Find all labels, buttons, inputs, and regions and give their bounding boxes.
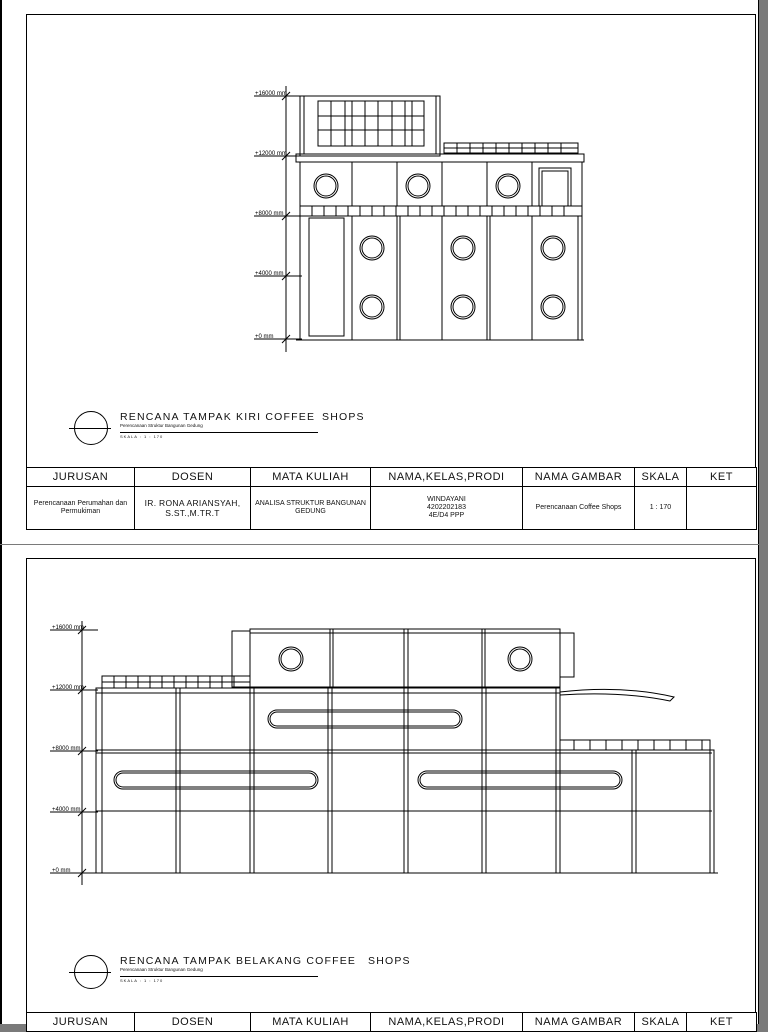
canopy	[559, 688, 675, 702]
rear-elevation-drawing: +16000 mm +12000 mm +8000 mm +4000 mm +0…	[50, 621, 718, 885]
caption-rule	[120, 432, 318, 433]
drawing-sheet-rear-elevation: +16000 mm +12000 mm +8000 mm +4000 mm +0…	[0, 545, 759, 1032]
caption-subtitle: Perencanaan Struktur Bangunan Gedung	[120, 423, 203, 428]
header-jurusan: JURUSAN	[26, 1012, 135, 1032]
title-block-values: Perencanaan Perumahan dan Permukiman IR.…	[26, 486, 757, 530]
door	[538, 167, 572, 207]
title-block: JURUSAN DOSEN MATA KULIAH NAMA,KELAS,PRO…	[26, 1012, 757, 1032]
level-label: +12000 mm	[255, 151, 287, 157]
title-block: JURUSAN DOSEN MATA KULIAH NAMA,KELAS,PRO…	[26, 467, 757, 530]
header-nama: NAMA,KELAS,PRODI	[370, 467, 523, 487]
round-window	[359, 235, 385, 261]
header-dosen: DOSEN	[134, 1012, 251, 1032]
level-label: +0 mm	[255, 334, 274, 340]
header-nama-gambar: NAMA GAMBAR	[522, 467, 635, 487]
caption-rule	[120, 976, 318, 977]
header-mata-kuliah: MATA KULIAH	[250, 467, 371, 487]
level-label: +12000 mm	[52, 685, 84, 691]
title-block-header: JURUSAN DOSEN MATA KULIAH NAMA,KELAS,PRO…	[26, 467, 757, 487]
caption-title-suffix: SHOPS	[322, 411, 365, 423]
level-marks: +16000 mm +12000 mm +8000 mm +4000 mm +0…	[255, 91, 287, 340]
title-block-header: JURUSAN DOSEN MATA KULIAH NAMA,KELAS,PRO…	[26, 1012, 757, 1032]
round-window	[450, 235, 476, 261]
value-nama-nim: 4202202183	[427, 504, 466, 511]
round-window	[450, 294, 476, 320]
second-floor-wall	[299, 161, 583, 207]
rooftop-box	[249, 628, 561, 688]
value-ket	[686, 486, 757, 530]
entrance-door	[308, 217, 345, 337]
window-grid-lines	[318, 101, 424, 146]
section-marker-icon	[69, 955, 111, 989]
value-dosen: IR. RONA ARIANSYAH, S.ST.,M.TR.T	[134, 486, 251, 530]
level-marks: +16000 mm +12000 mm +8000 mm +4000 mm +0…	[52, 625, 84, 874]
annex-railing-posts	[573, 740, 703, 750]
round-window	[278, 646, 304, 672]
round-window	[359, 294, 385, 320]
header-ket: KET	[686, 467, 757, 487]
railing-posts	[456, 143, 562, 153]
value-nama-gambar: Perencanaan Coffee Shops	[522, 486, 635, 530]
header-dosen: DOSEN	[134, 467, 251, 487]
section-marker-icon	[69, 411, 111, 445]
round-window	[507, 646, 533, 672]
value-mata-kuliah: ANALISA STRUKTUR BANGUNAN GEDUNG	[250, 486, 371, 530]
level-label: +16000 mm	[255, 91, 287, 97]
value-nama-kelas: 4E/D4 PPP	[428, 512, 465, 519]
slot-window	[113, 770, 319, 790]
header-mata-kuliah: MATA KULIAH	[250, 1012, 371, 1032]
level-label: +4000 mm	[52, 807, 81, 813]
level-label: +8000 mm	[255, 211, 284, 217]
round-window	[405, 173, 431, 199]
value-nama: WINDAYANI 4202202183 4E/D4 PPP	[370, 486, 523, 530]
header-nama: NAMA,KELAS,PRODI	[370, 1012, 523, 1032]
ground-floor-wall	[299, 215, 583, 341]
caption-subtitle: Perencanaan Struktur Bangunan Gedung	[120, 967, 203, 972]
rooftop-box	[299, 95, 441, 157]
round-window	[313, 173, 339, 199]
header-jurusan: JURUSAN	[26, 467, 135, 487]
left-elevation-drawing: +16000 mm +12000 mm +8000 mm +4000 mm +0…	[254, 86, 585, 352]
level-label: +16000 mm	[52, 625, 84, 631]
caption-title: RENCANA TAMPAK KIRI COFFEE	[120, 411, 316, 423]
level-label: +8000 mm	[52, 746, 81, 752]
header-nama-gambar: NAMA GAMBAR	[522, 1012, 635, 1032]
caption-title-suffix: SHOPS	[368, 955, 411, 967]
balcony-posts	[311, 206, 565, 216]
drawing-sheet-left-elevation: +16000 mm +12000 mm +8000 mm +4000 mm +0…	[0, 0, 759, 544]
header-skala: SKALA	[634, 467, 687, 487]
caption-scale: SKALA : 1 : 170	[120, 978, 164, 983]
value-skala: 1 : 170	[634, 486, 687, 530]
annex-railing	[559, 739, 711, 751]
caption-title: RENCANA TAMPAK BELAKANG COFFEE	[120, 955, 357, 967]
window-grid	[317, 100, 425, 147]
value-nama-name: WINDAYANI	[427, 496, 466, 503]
railing-posts	[113, 676, 235, 688]
header-skala: SKALA	[634, 1012, 687, 1032]
level-ticks	[50, 625, 98, 878]
slot-window	[417, 770, 623, 790]
slot-window	[267, 709, 463, 729]
header-ket: KET	[686, 1012, 757, 1032]
level-label: +4000 mm	[255, 271, 284, 277]
round-window	[495, 173, 521, 199]
round-window	[540, 235, 566, 261]
round-window	[540, 294, 566, 320]
level-label: +0 mm	[52, 868, 71, 874]
level-ticks	[254, 91, 302, 344]
value-jurusan: Perencanaan Perumahan dan Permukiman	[26, 486, 135, 530]
caption-scale: SKALA : 1 : 170	[120, 434, 164, 439]
